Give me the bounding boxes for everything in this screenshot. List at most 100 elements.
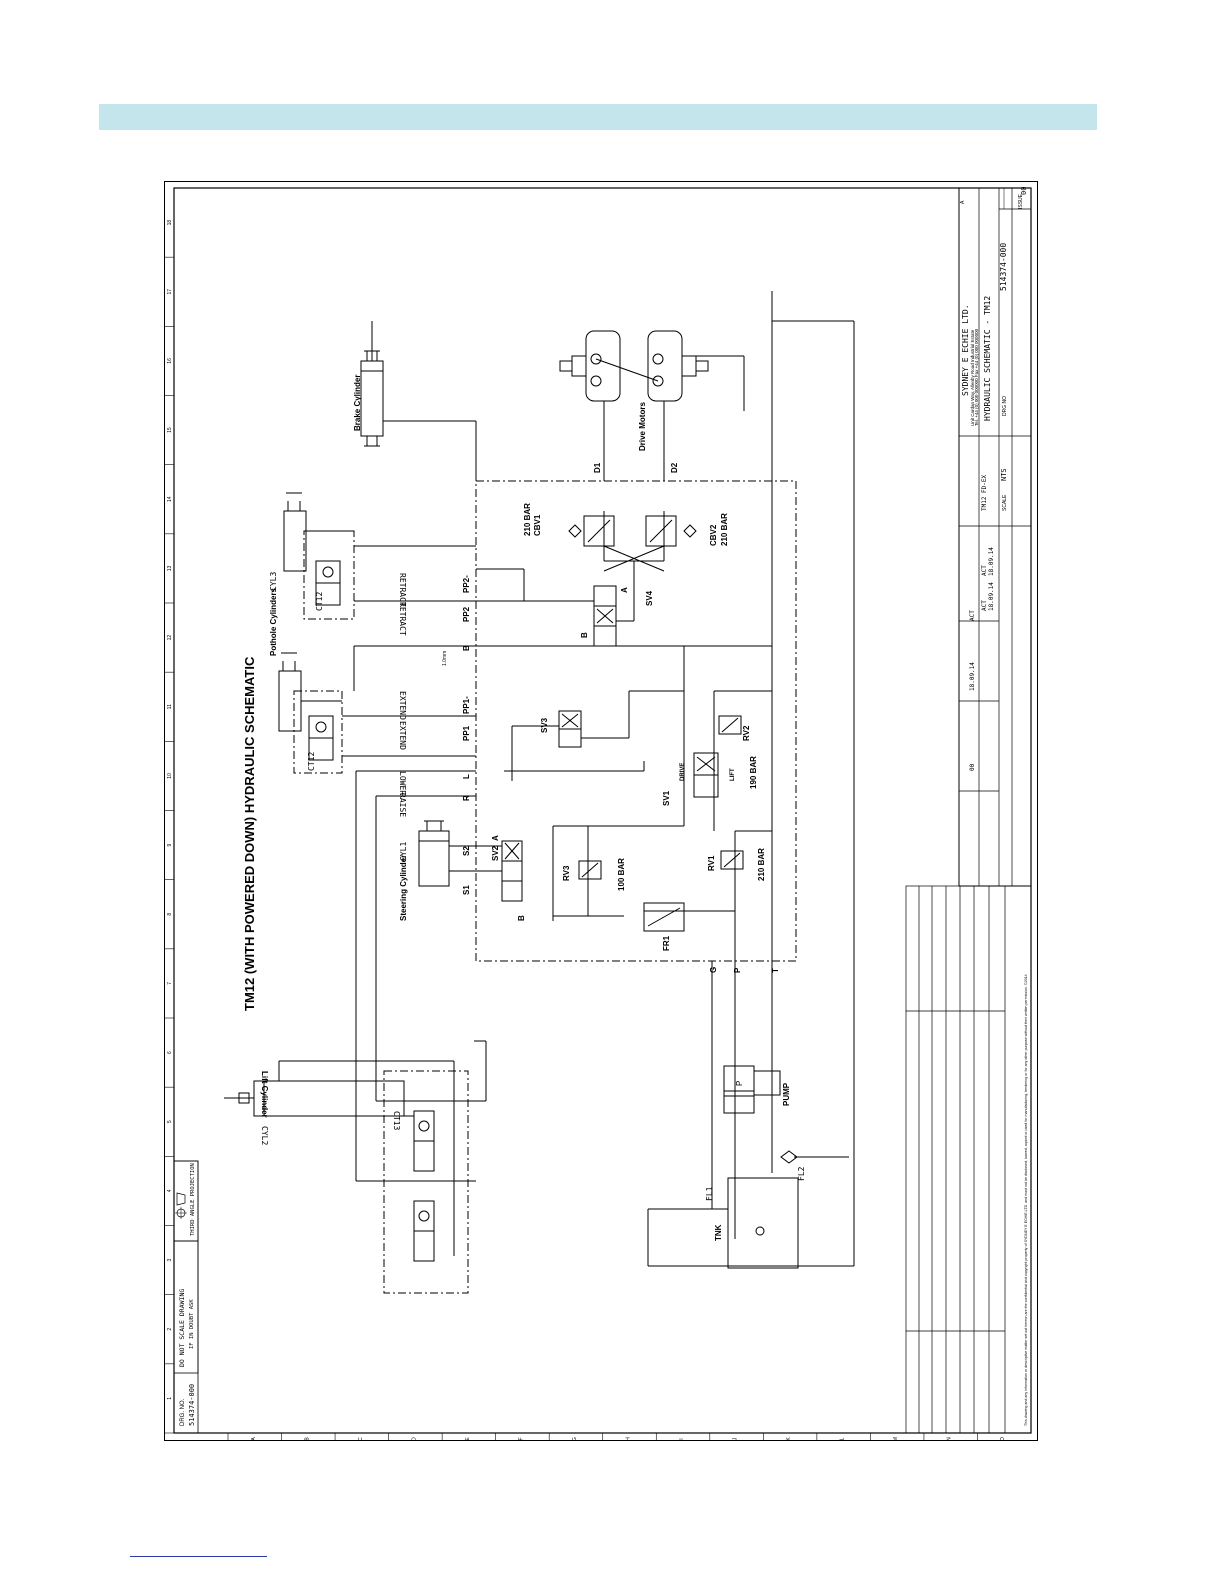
column-label: 4	[167, 1189, 173, 1192]
sv4-valve-c	[593, 625, 617, 647]
ct13-valves	[386, 1061, 468, 1262]
title-block: SYDNEY E ECHIE LTD. Unit Cardan Way, All…	[958, 187, 1032, 887]
column-label: 11	[167, 704, 173, 709]
drg-no-value: 514374-000	[188, 1384, 196, 1426]
label-190bar: 190 BAR	[749, 756, 758, 789]
drawn-by: ACT	[981, 565, 988, 576]
tank-level-icon	[755, 1226, 765, 1236]
footer-rule	[130, 1556, 267, 1557]
size-value: A	[960, 200, 966, 204]
column-label: 12	[167, 635, 173, 641]
line-retract-2: RETRACT	[398, 602, 407, 636]
label-fr1: FR1	[662, 935, 671, 951]
port-pp2m: PP2-	[462, 575, 471, 593]
label-sv3: SV3	[540, 717, 549, 733]
port-s1: S1	[462, 885, 471, 895]
line-lower: LOWER	[398, 771, 407, 795]
projection-note: THIRD ANGLE PROJECTION	[190, 1163, 196, 1236]
port-g: G	[709, 967, 718, 973]
row-label: G	[572, 1437, 578, 1441]
rv1-valve	[720, 850, 744, 870]
column-label: 1	[167, 1397, 173, 1400]
drawing-no: 514374-000	[999, 243, 1008, 291]
rv3-valve	[578, 860, 602, 880]
row-label: J	[733, 1437, 739, 1440]
scale-value: NTS	[1000, 468, 1008, 481]
header-band	[99, 104, 1097, 130]
label-fl2: FL2	[797, 1166, 806, 1181]
column-label: 8	[167, 913, 173, 916]
projection-symbol	[175, 1192, 187, 1219]
pothole-cylinder-cyl2	[278, 652, 342, 732]
sv2-valve-a	[501, 860, 523, 882]
port-b: B	[462, 645, 471, 651]
label-rv3: RV3	[562, 865, 571, 881]
row-label: O	[1000, 1437, 1006, 1441]
label-rv2: RV2	[742, 725, 751, 741]
column-label: 16	[167, 358, 173, 364]
port-sv2-a: A	[491, 835, 500, 841]
column-label: 9	[167, 843, 173, 846]
sv4-valve-b	[593, 585, 617, 607]
part-label: TM12 FD-EX	[981, 474, 988, 511]
row-label: N	[947, 1437, 953, 1441]
pothole-cylinder-cyl3	[283, 492, 354, 572]
fr1-valve	[643, 902, 685, 932]
revision-table	[905, 885, 1006, 1434]
row-label: I	[679, 1438, 685, 1439]
port-l: L	[462, 774, 471, 779]
label-steering-cylinder: Steering Cylinder	[399, 855, 408, 921]
column-label: 7	[167, 982, 173, 985]
label-fl1: FL1	[705, 1186, 714, 1201]
label-brake-cylinder: Brake Cylinder	[353, 375, 362, 431]
drg-no-short: DRG. NO.	[180, 1398, 186, 1426]
steering-cylinder	[418, 820, 450, 887]
tank-box	[727, 1177, 799, 1269]
column-label: 17	[167, 289, 173, 295]
label-drive: DRIVE	[680, 763, 686, 781]
label-210bar-cbv1: 210 BAR	[523, 503, 532, 536]
column-label: 3	[167, 1258, 173, 1261]
company-address-2: Tel. +44 (0) 000 000000 Fax +44 (0) 000 …	[974, 328, 979, 426]
row-label: H	[626, 1437, 632, 1441]
if-in-doubt: IF IN DOUBT ASK	[189, 1299, 195, 1349]
fl2-filter-icon	[780, 1150, 798, 1164]
confidential-note: This drawing and any information or desc…	[1024, 974, 1028, 1426]
cbv2-valve	[645, 515, 677, 547]
label-cbv2: CBV2	[709, 524, 718, 546]
ct12-lower-boundary	[293, 690, 343, 774]
sv1-valve-b	[693, 774, 719, 798]
label-cyl3: CYL3	[269, 572, 278, 591]
port-pp1: PP1	[462, 725, 471, 741]
label-tnk: TNK	[714, 1224, 723, 1241]
lift-cylinder	[224, 1060, 454, 1117]
scale-label: SCALE	[1002, 494, 1008, 511]
cbv1-valve	[583, 515, 615, 547]
row-label: C	[358, 1437, 364, 1441]
outer-frame	[164, 181, 1038, 1441]
column-label: 15	[167, 427, 173, 433]
ct12-upper-boundary	[303, 530, 355, 620]
rev-issue: 00	[969, 763, 976, 771]
column-label: 14	[167, 496, 173, 502]
ct13-boundary	[383, 1070, 469, 1294]
port-p: P	[733, 967, 742, 973]
label-ct12-lower: CT12	[307, 752, 316, 771]
port-sv4-a: A	[620, 587, 629, 593]
label-sv4: SV4	[645, 590, 654, 606]
line-extend-1: EXTEND	[398, 691, 407, 720]
port-d2: D2	[670, 462, 679, 473]
row-label: E	[465, 1437, 471, 1441]
rev-by: ACT	[969, 610, 976, 621]
port-sv2-b: B	[517, 915, 526, 921]
port-pp2: PP2	[462, 606, 471, 622]
drawing-notes: DRG. NO. 514374-000 DO NOT SCALE DRAWING…	[173, 1160, 199, 1434]
row-label: D	[411, 1437, 417, 1441]
column-label: 10	[167, 773, 173, 779]
schematic-labels: TM12 (WITH POWERED DOWN) HYDRAULIC SCHEM…	[242, 375, 806, 1241]
line-raise: RAISE	[398, 793, 407, 817]
drawing-no-label: DRG NO	[1002, 396, 1008, 416]
label-cbv1: CBV1	[533, 514, 542, 536]
